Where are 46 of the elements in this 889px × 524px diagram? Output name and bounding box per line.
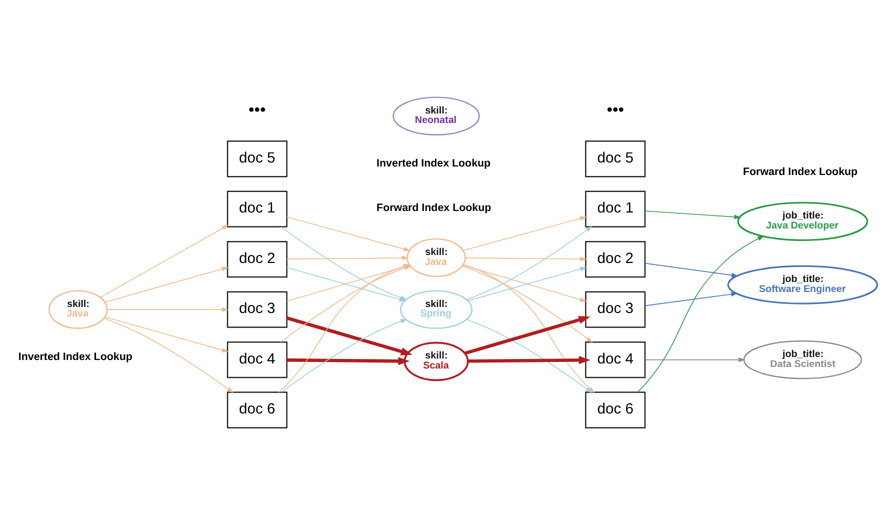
label: Forward Index Lookup	[376, 202, 492, 214]
node-ellipse: skill: Java	[48, 290, 108, 329]
arrow	[462, 216, 587, 251]
node-ellipse: skill: Java	[406, 238, 466, 278]
label: Inverted Index Lookup	[376, 158, 491, 170]
node-ellipse: skill: Scala	[404, 342, 469, 382]
arrow	[104, 318, 234, 393]
node-box: doc 1	[226, 190, 288, 228]
arrow	[286, 256, 408, 260]
arrow	[466, 319, 592, 393]
node-box: doc 5	[585, 140, 646, 178]
arrow	[280, 319, 407, 393]
arrow	[466, 226, 592, 300]
label: Forward Index Lookup	[742, 166, 858, 178]
arrow	[104, 266, 229, 303]
node-box: doc 2	[585, 241, 646, 278]
arrow	[286, 316, 412, 356]
node-box: doc 6	[226, 392, 288, 428]
node-box: doc 1	[585, 190, 646, 228]
arrow	[104, 316, 229, 352]
node-ellipse: job_title: Data Scientist	[743, 340, 862, 380]
node-box: doc 6	[585, 392, 646, 428]
arrow	[462, 266, 593, 343]
arrow	[464, 316, 590, 355]
node-ellipse: job_title: Software Engineer	[727, 265, 878, 304]
node-box: doc 4	[585, 341, 646, 378]
arrow	[644, 292, 738, 306]
node-box: doc 3	[226, 291, 288, 328]
node-box: doc 2	[226, 241, 288, 278]
label: •••	[606, 101, 624, 120]
arrow	[286, 216, 410, 252]
arrow	[468, 356, 590, 364]
node-box: doc 5	[226, 140, 288, 178]
label: •••	[248, 101, 266, 120]
arrow	[637, 236, 764, 393]
arrow	[644, 210, 741, 220]
arrow	[644, 357, 746, 362]
arrow	[644, 262, 738, 278]
arrow	[107, 307, 229, 312]
node-box: doc 4	[226, 341, 288, 378]
arrow	[100, 224, 229, 298]
arrow	[286, 357, 410, 366]
label: Inverted Index Lookup	[18, 351, 132, 364]
arrow	[465, 256, 587, 262]
node-ellipse: skill: Neonatal	[392, 96, 480, 136]
node-box: doc 3	[585, 291, 646, 328]
